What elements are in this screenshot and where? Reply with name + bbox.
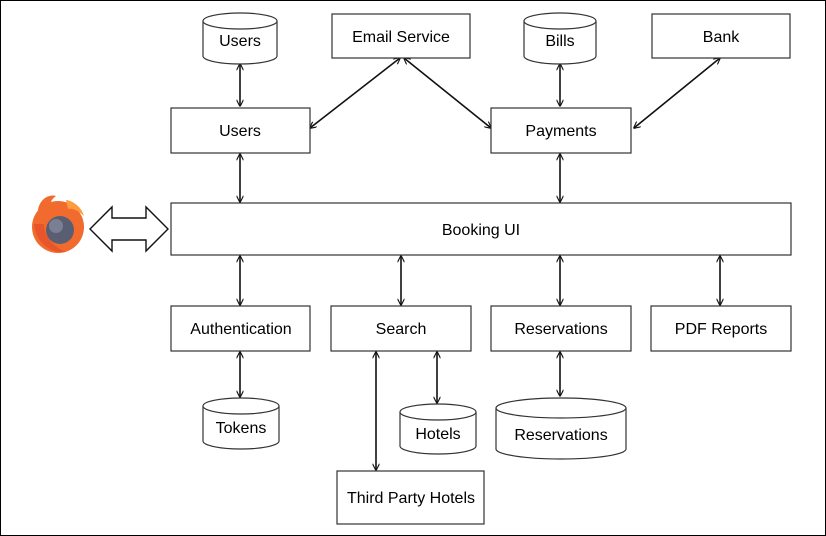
bills-database-label: Bills xyxy=(545,33,574,50)
reservations-service-label: Reservations xyxy=(514,321,607,338)
search-box[interactable]: Search xyxy=(330,305,472,352)
firefox-browser-icon[interactable] xyxy=(32,195,84,253)
users-database-label: Users xyxy=(219,33,261,50)
pdf-reports-box[interactable]: PDF Reports xyxy=(650,305,792,352)
hotels-database-label: Hotels xyxy=(415,426,460,443)
tokens-database-label: Tokens xyxy=(216,420,267,437)
browser-double-arrow xyxy=(89,205,169,253)
edge-bank-payments xyxy=(634,58,720,128)
tokens-database[interactable]: Tokens xyxy=(202,397,280,450)
edge-email-users xyxy=(310,58,400,128)
search-label: Search xyxy=(376,321,427,338)
third-party-hotels-label: Third Party Hotels xyxy=(347,490,475,507)
authentication-label: Authentication xyxy=(190,321,291,338)
users-service-box[interactable]: Users xyxy=(170,107,311,154)
payments-box[interactable]: Payments xyxy=(490,107,632,154)
users-service-label: Users xyxy=(219,123,261,140)
reservations-service-box[interactable]: Reservations xyxy=(490,305,632,352)
hotels-database[interactable]: Hotels xyxy=(399,403,477,455)
reservations-database[interactable]: Reservations xyxy=(495,397,627,460)
reservations-database-label: Reservations xyxy=(514,427,607,444)
third-party-hotels-box[interactable]: Third Party Hotels xyxy=(336,470,485,525)
booking-ui-label: Booking UI xyxy=(442,222,520,239)
bills-database[interactable]: Bills xyxy=(523,12,597,65)
edge-email-payments xyxy=(404,58,491,128)
bank-box[interactable]: Bank xyxy=(651,13,791,59)
email-service-box[interactable]: Email Service xyxy=(331,13,471,59)
users-database[interactable]: Users xyxy=(202,12,278,65)
payments-label: Payments xyxy=(525,123,596,140)
booking-ui-box[interactable]: Booking UI xyxy=(170,202,792,256)
bank-label: Bank xyxy=(703,29,740,46)
nodes: Users Email Service Bills Bank Users Pay… xyxy=(170,12,792,525)
connectors xyxy=(240,58,720,470)
authentication-box[interactable]: Authentication xyxy=(170,305,311,352)
email-service-label: Email Service xyxy=(352,29,450,46)
pdf-reports-label: PDF Reports xyxy=(675,321,767,338)
